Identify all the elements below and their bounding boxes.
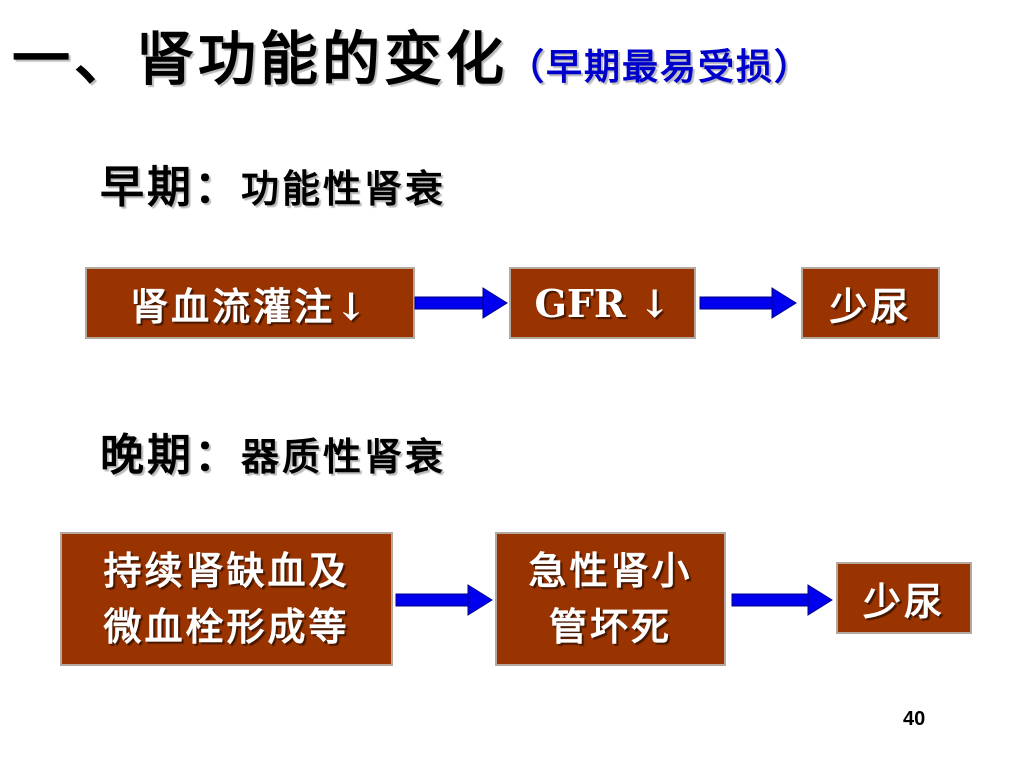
late-step-oliguria-box: 少尿 [836,562,972,634]
late-arrow-2 [731,584,833,616]
late-step-tubular-necrosis-box: 急性肾小 管坏死 [495,532,726,666]
late-step-line: 管坏死 [548,604,672,649]
late-step-line: 少尿 [862,578,945,624]
late-step-line: 微血栓形成等 [103,604,350,649]
late-stage-label: 晚期： [100,430,241,481]
early-step-label: 肾血流灌注↓ [130,283,370,329]
early-arrow-1 [414,287,508,319]
late-step-line: 急性肾小 [528,548,693,593]
early-step-gfr-box: GFR ↓ [509,267,696,339]
early-stage-label: 早期： [100,162,241,213]
early-stage-description: 功能性肾衰 [241,166,447,211]
early-step-label: GFR ↓ [534,280,671,326]
early-step-label: 少尿 [829,283,912,329]
late-arrow-1 [395,584,493,616]
slide-title: 一、肾功能的变化（早期最易受损） [12,30,812,88]
page-number: 40 [903,708,926,730]
late-step-ischemia-box: 持续肾缺血及 微血栓形成等 [60,532,393,666]
early-arrow-2 [699,287,797,319]
late-stage-description: 器质性肾衰 [241,434,447,479]
title-subtitle: （早期最易受损） [508,46,813,88]
title-main: 一、肾功能的变化 [12,25,509,93]
late-stage-heading: 晚期：器质性肾衰 [100,434,446,478]
late-step-line: 持续肾缺血及 [103,548,350,593]
early-step-renal-perfusion-box: 肾血流灌注↓ [85,267,415,339]
early-step-oliguria-box: 少尿 [801,267,940,339]
early-stage-heading: 早期：功能性肾衰 [100,166,446,210]
